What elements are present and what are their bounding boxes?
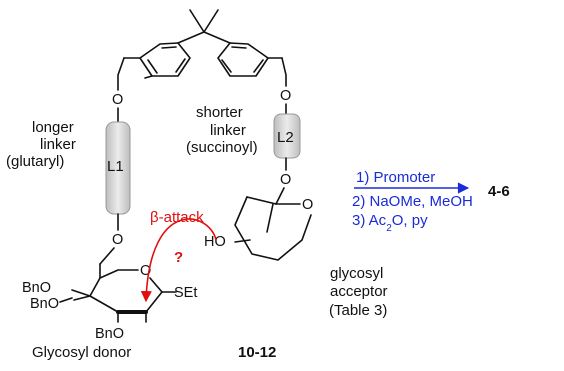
right-phenol-oxygen: O (280, 88, 291, 104)
svg-text:linker: linker (40, 136, 76, 153)
linker-l1-label: L1 (107, 158, 124, 175)
linker-l2-box (273, 113, 301, 159)
svg-text:(glutaryl): (glutaryl) (6, 153, 64, 170)
svg-text:glycosyl: glycosyl (330, 265, 383, 282)
donor-bno-2: BnO (95, 326, 124, 342)
condition-step-3: 3) Ac2O, py (352, 212, 428, 234)
shorter-linker-label: shorter linker (succinoyl) (186, 104, 258, 156)
condition-step-2: 2) NaOMe, MeOH (352, 193, 473, 210)
linker-l2-oxygen: O (280, 172, 291, 188)
svg-text:longer: longer (32, 119, 74, 136)
svg-text:shorter: shorter (196, 104, 243, 121)
right-linker-chain: O L2 O (273, 57, 301, 205)
longer-linker-label: longer linker (glutaryl) (6, 119, 76, 170)
linker-l2-label: L2 (277, 129, 294, 146)
left-phenol-oxygen: O (112, 92, 123, 108)
svg-text:(succinoyl): (succinoyl) (186, 139, 258, 156)
svg-text:acceptor: acceptor (330, 283, 388, 300)
attack-question-mark: ? (174, 249, 183, 266)
donor-sugar: O (59, 263, 177, 323)
donor-ring-oxygen: O (140, 263, 151, 279)
svg-text:(Table 3): (Table 3) (329, 302, 387, 319)
donor-bno-4: BnO (22, 280, 51, 296)
glycosyl-acceptor-label: glycosyl acceptor (Table 3) (329, 265, 388, 319)
product-compound-numbers: 4-6 (488, 183, 510, 200)
bisphenol-core (123, 9, 283, 79)
glycosyl-donor-label: Glycosyl donor (32, 344, 131, 361)
donor-sulfide-group: SEt (174, 285, 197, 301)
beta-attack-label: β-attack (150, 209, 204, 226)
donor-compound-numbers: 10-12 (238, 344, 276, 361)
left-linker-chain: O L1 O (99, 57, 131, 265)
acceptor-ring-oxygen: O (302, 197, 313, 213)
beta-attack-arrow (140, 218, 217, 303)
acceptor-ring: O (234, 196, 313, 261)
right-benzene-ring (217, 42, 269, 77)
donor-bno-3: BnO (30, 296, 59, 312)
condition-step-1: 1) Promoter (356, 169, 435, 186)
linker-l1-oxygen: O (112, 232, 123, 248)
svg-text:linker: linker (210, 122, 246, 139)
acceptor-hydroxyl: HO (204, 234, 226, 250)
